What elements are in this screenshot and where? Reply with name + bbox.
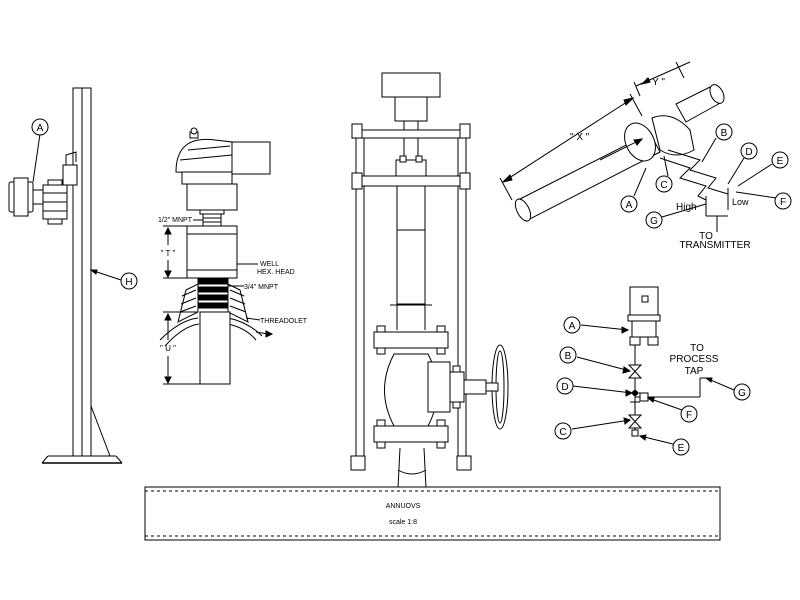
isolation-valve-b [627, 364, 643, 379]
retractor-assembly [350, 72, 509, 489]
callout-a-valve [563, 316, 581, 334]
stand-gusset [90, 405, 111, 457]
callout-h-label: H [125, 277, 132, 288]
callout-a-pipe [620, 195, 638, 213]
callout-e-valve [672, 438, 690, 456]
callout-g-pipe [645, 211, 663, 229]
to-process-line2: PROCESS [670, 354, 719, 365]
callout-d-pipe [740, 142, 758, 160]
low-label: Low [732, 197, 749, 207]
callout-e-valve-label: E [678, 443, 685, 454]
thread-band [197, 278, 229, 285]
title-block-scale: scale 1:8 [389, 519, 417, 526]
y-dimension: " Y " [646, 77, 665, 88]
plug-e [631, 429, 639, 437]
impulse-line-low [667, 149, 729, 195]
callout-b-valve-label: B [565, 351, 572, 362]
stand-bracket [65, 151, 77, 165]
top-crosshead [355, 129, 467, 139]
connection-head [175, 138, 233, 175]
transmitter-body [8, 177, 68, 225]
title-block-frame [144, 486, 721, 541]
to-process-line1: TO [690, 343, 704, 354]
callout-d-pipe-label: D [745, 147, 752, 158]
x-dimension: " X " [570, 132, 590, 143]
callout-g-valve-label: G [738, 388, 746, 399]
well-hex-head [186, 225, 238, 279]
top-handwheel [381, 72, 441, 98]
title-block-name: ANNUOVS [386, 503, 421, 510]
half-mnpt-label: 1/2" MNPT [158, 217, 193, 224]
t-dimension: " T " [161, 249, 176, 258]
u-dimension: " U " [160, 344, 176, 353]
callout-f-pipe-label: F [780, 197, 786, 208]
callout-f-valve-label: F [686, 410, 692, 421]
valve-manifold: TO PROCESS TAP A B D C F E G [554, 286, 751, 456]
callout-b-pipe-label: B [721, 128, 728, 139]
fitting-f [639, 392, 649, 402]
callout-h [120, 272, 138, 290]
callout-e-pipe-label: E [777, 156, 784, 167]
callout-d-valve-label: D [561, 382, 568, 393]
half-mnpt-nipple [202, 213, 222, 227]
thermowell-assembly: " T " " U " 1/2" MNPT WELL HEX. HEAD 3/4… [158, 127, 308, 385]
head-body [186, 183, 238, 211]
to-transmitter-line2: TRANSMITTER [679, 240, 750, 251]
three-quarter-mnpt-label: 3/4" MNPT [244, 284, 279, 291]
callout-a-label: A [37, 123, 44, 134]
lower-flange [373, 425, 449, 443]
upper-flange [373, 331, 449, 349]
hex-head-label: HEX. HEAD [257, 269, 295, 276]
callout-d-valve [556, 377, 574, 395]
callout-f-valve [680, 405, 698, 423]
title-block: ANNUOVS scale 1:8 [144, 486, 721, 541]
high-label: High [676, 202, 697, 213]
transmitter-stand: A H [8, 87, 138, 464]
probe-tube [396, 185, 426, 305]
callout-c-valve-label: C [559, 427, 566, 438]
callout-g-valve [733, 383, 751, 401]
callout-a-valve-label: A [569, 321, 576, 332]
callout-a-stand [31, 118, 49, 136]
drain-valve-c [627, 414, 643, 429]
to-transmitter-line1: TO [699, 231, 713, 242]
callout-b-valve [559, 346, 577, 364]
callout-a-pipe-label: A [626, 200, 633, 211]
middle-crosshead [355, 175, 467, 187]
callout-c-pipe [655, 175, 673, 193]
threadolet-label: THREADOLET [260, 318, 308, 325]
callout-e-pipe [771, 151, 789, 169]
pipe-detail: " X " " Y " High Low TO TRANSMITTER A C … [499, 61, 792, 251]
callout-f-pipe [774, 192, 792, 210]
thermowell-stem [199, 311, 231, 385]
callout-c-valve [554, 422, 572, 440]
callout-g-pipe-label: G [650, 216, 658, 227]
callout-c-pipe-label: C [660, 180, 667, 191]
to-process-line3: TAP [685, 366, 704, 377]
valve-bonnet [427, 361, 451, 413]
threadolet-left [177, 283, 199, 323]
callout-b-pipe [715, 123, 733, 141]
impulse-line-high [659, 157, 707, 201]
well-label: WELL [260, 261, 279, 268]
